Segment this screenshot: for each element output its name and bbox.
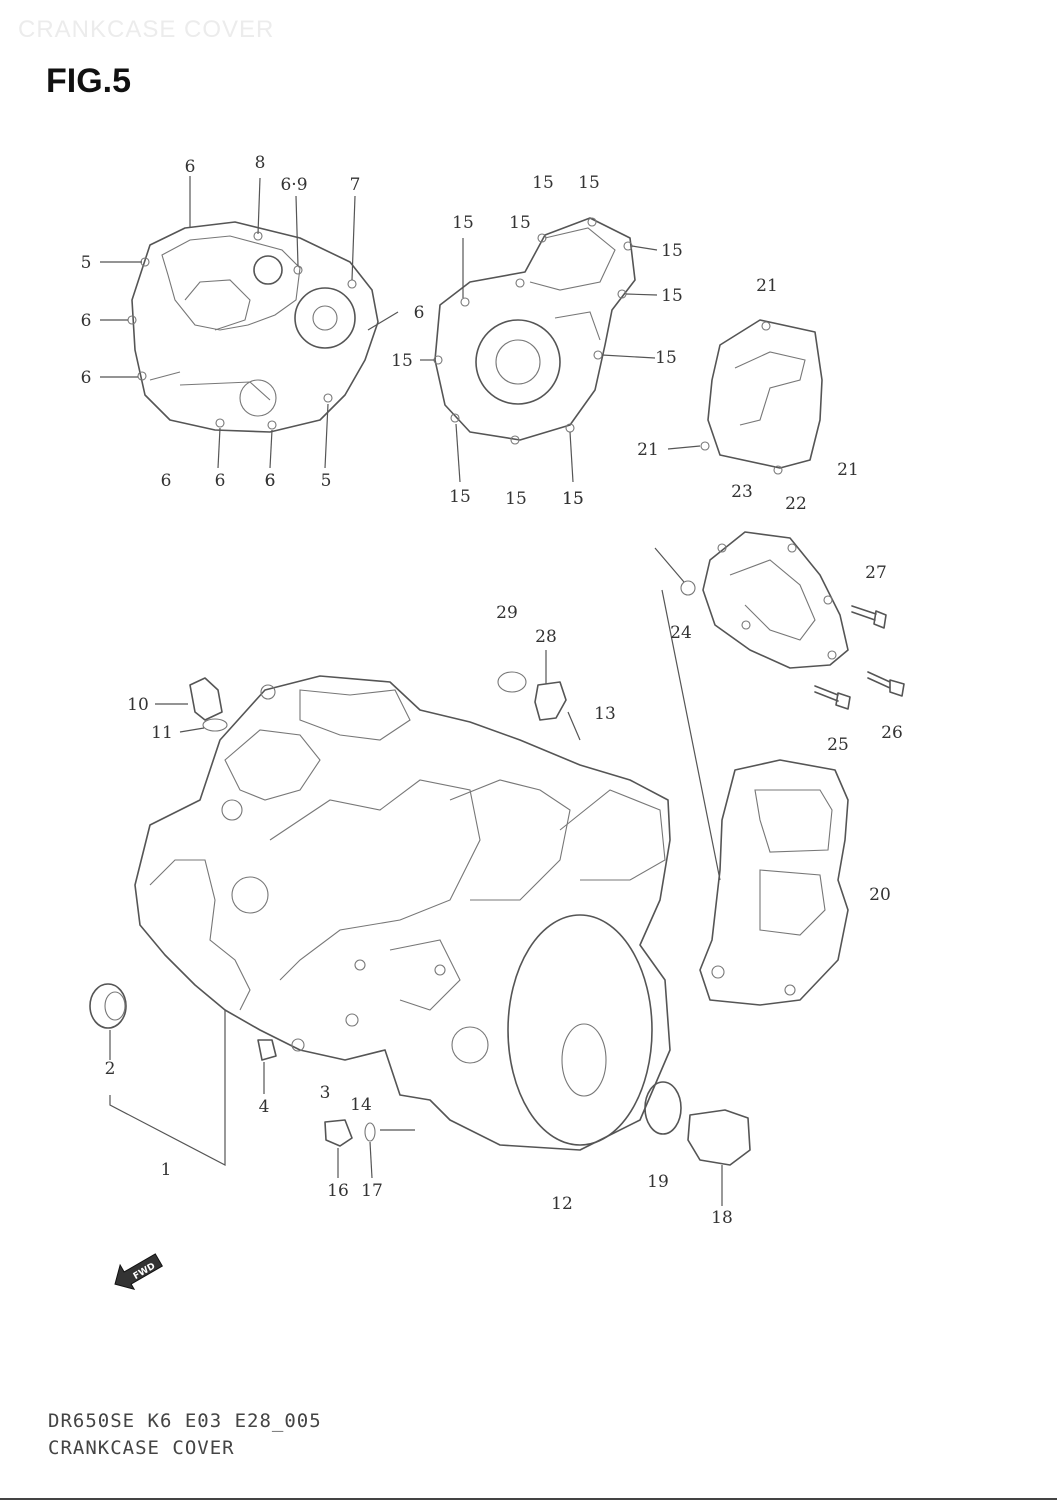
callout-38: 25 xyxy=(827,735,849,755)
clutch-cover xyxy=(127,221,379,433)
callout-40: 2 xyxy=(105,1059,116,1079)
callout-5: 6 xyxy=(81,311,92,331)
callout-32: 29 xyxy=(496,603,518,623)
callout-10: 6 xyxy=(414,303,425,323)
bolts xyxy=(814,605,905,710)
callout-44: 1 xyxy=(161,1160,172,1180)
callout-1: 8 xyxy=(255,153,266,173)
figure-label: FIG.5 xyxy=(46,62,132,100)
callout-29: 22 xyxy=(785,494,807,514)
callout-19: 15 xyxy=(391,351,413,371)
callout-49: 18 xyxy=(711,1208,733,1228)
sprocket-cover xyxy=(700,319,823,475)
callout-27: 21 xyxy=(837,460,859,480)
callout-23: 15 xyxy=(562,489,584,509)
diagram-name: CRANKCASE COVER xyxy=(48,1437,235,1459)
callout-28: 23 xyxy=(731,482,753,502)
drain-bolt xyxy=(324,1119,376,1147)
callout-37: 26 xyxy=(881,723,903,743)
callout-16: 15 xyxy=(509,213,531,233)
clutch-release-cover xyxy=(680,531,849,669)
oil-seal-2 xyxy=(89,983,127,1029)
fitting-28-29 xyxy=(497,671,567,721)
callout-42: 3 xyxy=(320,1083,331,1103)
callout-26: 21 xyxy=(637,440,659,460)
callout-34: 13 xyxy=(594,704,616,724)
generator-cover xyxy=(433,217,636,445)
callout-13: 15 xyxy=(532,173,554,193)
callout-47: 12 xyxy=(551,1194,573,1214)
callout-20: 15 xyxy=(655,348,677,368)
callout-7: 6 xyxy=(161,471,172,491)
callout-17: 15 xyxy=(661,241,683,261)
callout-15: 15 xyxy=(452,213,474,233)
callout-9: 6 xyxy=(265,471,276,491)
callout-25: 21 xyxy=(756,276,778,296)
callout-0: 6 xyxy=(185,157,196,177)
callout-18: 15 xyxy=(661,286,683,306)
callout-4: 5 xyxy=(81,253,92,273)
callout-2: 6·9 xyxy=(280,175,307,195)
callout-21: 15 xyxy=(449,487,471,507)
callout-41: 4 xyxy=(259,1097,270,1117)
callout-11: 6 xyxy=(265,471,276,491)
callout-6: 6 xyxy=(81,368,92,388)
leader-lines xyxy=(100,176,723,1206)
callout-8: 6 xyxy=(215,471,226,491)
callout-3: 7 xyxy=(350,175,361,195)
callout-24: 15 xyxy=(562,489,584,509)
callout-36: 11 xyxy=(151,723,173,743)
callout-14: 15 xyxy=(578,173,600,193)
callout-45: 16 xyxy=(327,1181,349,1201)
crankcase xyxy=(134,675,671,1151)
callout-33: 28 xyxy=(535,627,557,647)
callout-35: 10 xyxy=(127,695,149,715)
callout-12: 5 xyxy=(321,471,332,491)
callout-46: 17 xyxy=(361,1181,383,1201)
generator-cap xyxy=(644,1081,751,1166)
callout-22: 15 xyxy=(505,489,527,509)
callout-39: 20 xyxy=(869,885,891,905)
callout-43: 14 xyxy=(350,1095,372,1115)
diagram-code: DR650SE K6 E03 E28_005 xyxy=(48,1410,322,1432)
callout-31: 24 xyxy=(670,623,692,643)
dowel-pin-4 xyxy=(257,1039,277,1061)
fwd-arrow-icon: FWD xyxy=(114,1253,163,1291)
side-cover xyxy=(699,759,849,1006)
callout-30: 27 xyxy=(865,563,887,583)
callout-48: 19 xyxy=(647,1172,669,1192)
watermark-title: CRANKCASE COVER xyxy=(18,16,275,43)
oil-plug xyxy=(189,677,228,732)
